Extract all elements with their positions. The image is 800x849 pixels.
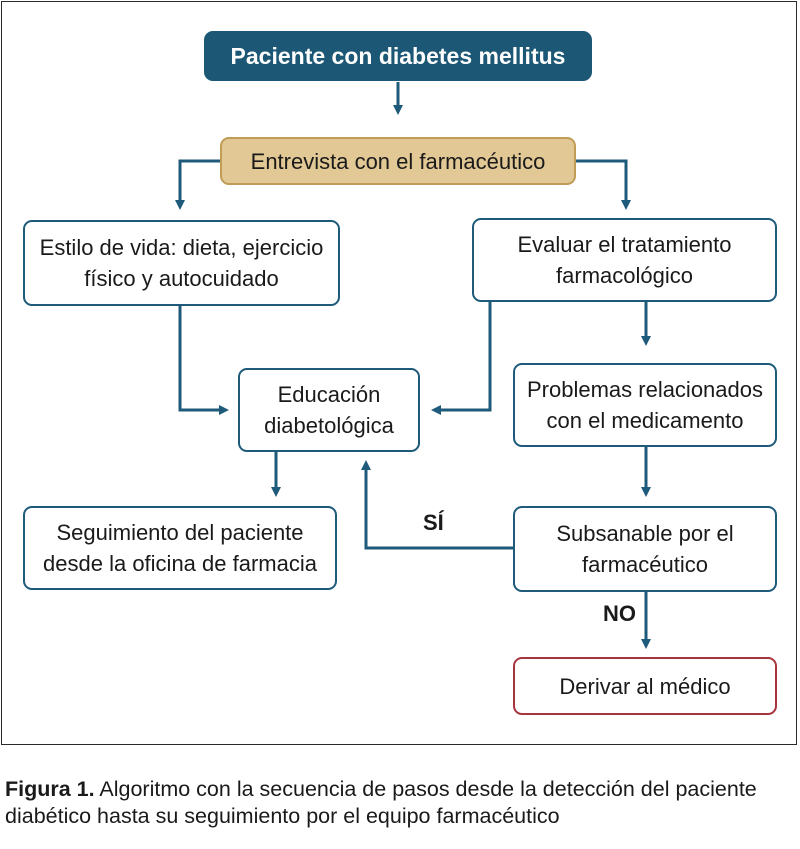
node-lifestyle-label: Estilo de vida: dieta, ejercicio físico … <box>39 235 324 291</box>
node-problems: Problemas relacionados con el medicament… <box>513 363 777 447</box>
node-refer-label: Derivar al médico <box>559 673 731 699</box>
node-education: Educación diabetológica <box>238 368 420 452</box>
node-followup-label: Seguimiento del paciente desde la oficin… <box>43 520 317 576</box>
node-lifestyle: Estilo de vida: dieta, ejercicio físico … <box>23 220 340 306</box>
node-followup: Seguimiento del paciente desde la oficin… <box>23 506 337 590</box>
node-education-label: Educación diabetológica <box>264 382 394 438</box>
caption-label: Figura 1. <box>5 777 95 801</box>
arrow-interview-evaluate <box>575 159 631 210</box>
node-refer: Derivar al médico <box>513 657 777 715</box>
edge-label-yes: SÍ <box>423 510 444 535</box>
node-fixable-label: Subsanable por el farmacéutico <box>556 521 734 577</box>
caption-text: Algoritmo con la secuencia de pasos desd… <box>5 777 757 828</box>
arrow-fixable-education-yes <box>361 460 513 550</box>
node-evaluate-label: Evaluar el tratamiento farmacológico <box>517 232 732 288</box>
figure-caption: Figura 1. Algoritmo con la secuencia de … <box>5 776 795 830</box>
node-fixable: Subsanable por el farmacéutico <box>513 506 777 592</box>
arrow-evaluate-education <box>431 302 492 415</box>
node-start-label: Paciente con diabetes mellitus <box>230 42 566 69</box>
arrow-lifestyle-education <box>178 306 229 415</box>
edge-label-no: NO <box>603 601 636 626</box>
node-problems-label: Problemas relacionados con el medicament… <box>526 377 764 433</box>
node-interview-label: Entrevista con el farmacéutico <box>250 148 546 174</box>
node-start: Paciente con diabetes mellitus <box>204 31 592 81</box>
arrow-interview-lifestyle <box>175 159 221 210</box>
node-evaluate: Evaluar el tratamiento farmacológico <box>472 218 777 302</box>
node-interview: Entrevista con el farmacéutico <box>220 137 576 185</box>
